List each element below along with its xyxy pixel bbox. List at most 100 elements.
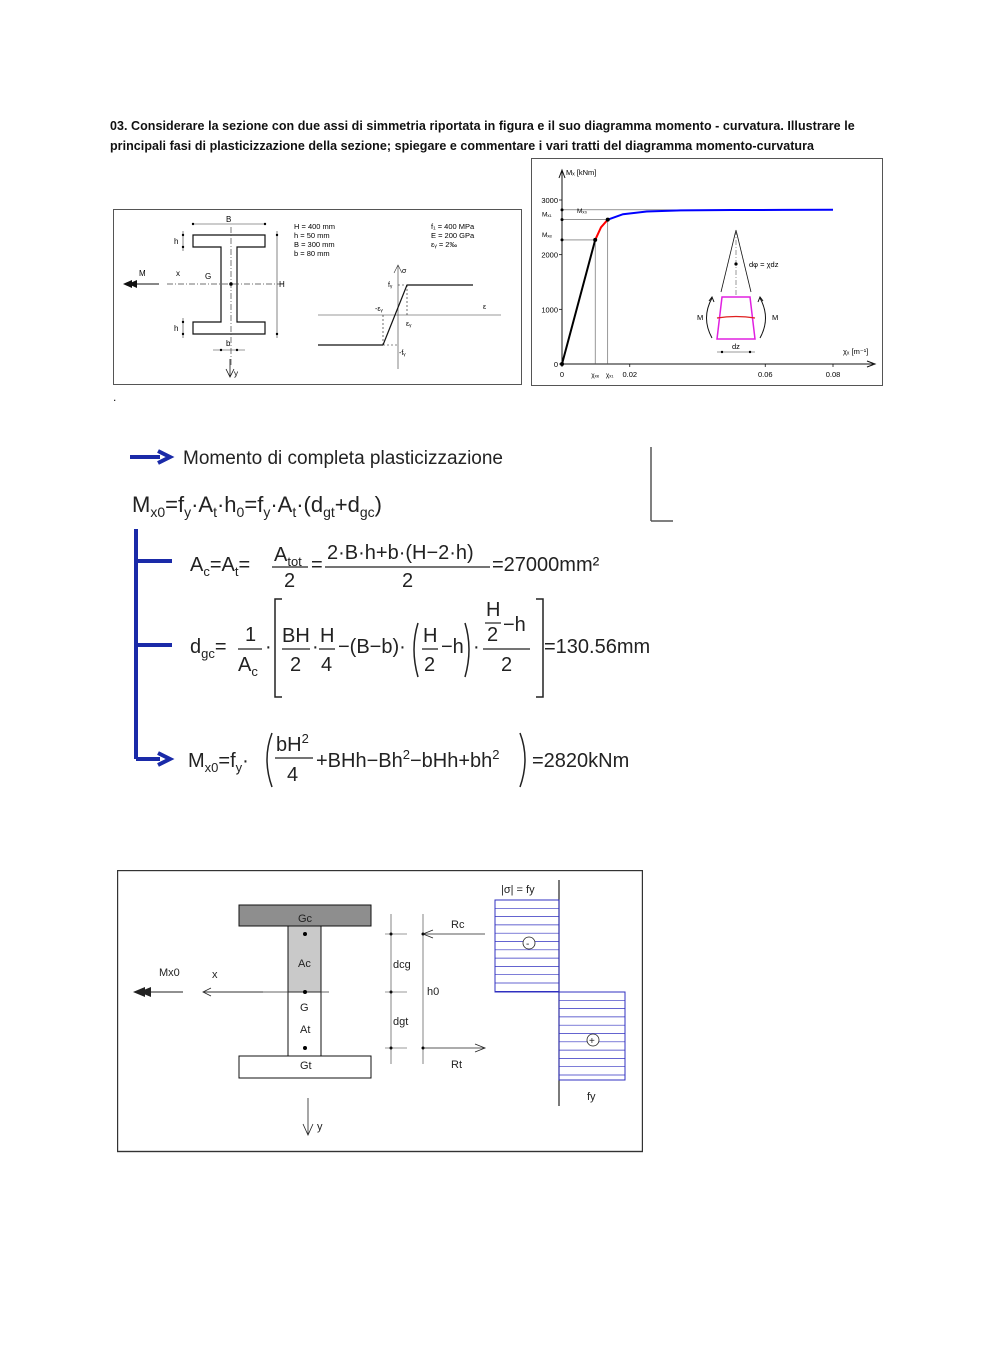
material-ey: εᵧ = 2‰: [431, 240, 457, 249]
svg-text:Atot: Atot: [274, 544, 302, 569]
mx0-label: Mx0: [159, 967, 180, 979]
dim-h-top-label: h: [174, 237, 178, 246]
chart-xtick-label: 0: [560, 370, 564, 379]
equation-dgc: dgc= 1 Ac · BH 2 · H 4 −(B−b)· H 2 −h · …: [190, 598, 650, 698]
svg-text:−h: −h: [441, 636, 464, 658]
tension-sign: +: [589, 1036, 595, 1047]
svg-text:2·B·h+b·(H−2·h): 2·B·h+b·(H−2·h): [327, 542, 474, 564]
chart-ytick-label: 1000: [541, 305, 558, 314]
chart-label-mx1: Mₓ₁: [542, 212, 553, 219]
chart-y-arrow: [558, 168, 566, 179]
dim-B-label: B: [226, 215, 231, 224]
chart-series-2: [607, 208, 834, 221]
minus-fy-label: -fᵧ: [399, 350, 406, 357]
g-label: G: [300, 1002, 309, 1014]
chart-point-mx0: [560, 208, 564, 212]
inset-moment-right: M: [772, 313, 778, 322]
dim-h-value: h = 50 mm: [294, 231, 330, 240]
formulas-slide: Momento di completa plasticizzazione Mx0…: [130, 447, 673, 788]
svg-text:1: 1: [245, 624, 256, 646]
dim-H-value: H = 400 mm: [294, 222, 335, 231]
chart-label-chixe: χₓₑ: [591, 372, 600, 379]
chart-point-mxe: [593, 237, 598, 242]
svg-text:H: H: [320, 625, 334, 647]
svg-text:2: 2: [501, 654, 512, 676]
fy-bottom-label: fy: [587, 1091, 596, 1103]
chart-ytick-label: 0: [554, 360, 558, 369]
chart-series-1: [594, 219, 609, 241]
h0-label: h0: [427, 986, 439, 998]
svg-text:2: 2: [424, 654, 435, 676]
equation-mx0-final: Mx0=fy· bH2 4 +BHh−Bh2−bHh+bh2 =2820kNm: [188, 731, 629, 788]
svg-text:2: 2: [284, 570, 295, 592]
dgt-label: dgt: [393, 1016, 408, 1028]
sigma-label: σ: [402, 268, 407, 275]
mx0-result: =2820kNm: [532, 750, 629, 772]
section-figure: M x G B b h h H y H = 400 mm h = 50 mm B…: [113, 209, 522, 385]
material-fy: f₁ = 400 MPa: [431, 222, 475, 231]
slide-title: Momento di completa plasticizzazione: [183, 448, 503, 469]
x-axis-label: x: [176, 269, 180, 278]
svg-text:·: ·: [265, 636, 272, 658]
svg-text:bH2: bH2: [276, 731, 309, 756]
svg-text:2: 2: [487, 624, 498, 646]
dim-h-bottom-label: h: [174, 324, 178, 333]
chart-x-label: χₓ [m⁻¹]: [843, 347, 868, 356]
dim-b-value: b = 80 mm: [294, 249, 330, 258]
dim-H-label: H: [279, 280, 285, 289]
y-axis-label: y: [234, 369, 238, 378]
x-label: x: [212, 969, 218, 981]
equation-area: Ac=At= Atot 2 = 2·B·h+b·(H−2·h) 2 =27000…: [190, 542, 600, 592]
chart-label-mxe: Mₓₑ: [542, 232, 553, 239]
inset-moment-left: M: [697, 313, 703, 322]
gt-label: Gt: [300, 1060, 312, 1072]
ac-label: Ac: [298, 958, 311, 970]
svg-text:Ac: Ac: [238, 654, 258, 679]
chart-xtick-label: 0.06: [758, 370, 773, 379]
svg-text:4: 4: [321, 654, 332, 676]
chart-label-mx0: Mₓ₀: [577, 208, 588, 215]
svg-text:H: H: [423, 625, 437, 647]
svg-text:−h: −h: [503, 614, 526, 636]
svg-text:Ac=At=: Ac=At=: [190, 554, 250, 579]
minus-ey-label: -εᵧ: [375, 306, 383, 313]
chart-point-mxe-axis: [560, 238, 564, 242]
dim-B-value: B = 300 mm: [294, 240, 335, 249]
svg-text:Mx0=fy·: Mx0=fy·: [188, 750, 249, 775]
moment-label: M: [139, 269, 146, 278]
equation-mx0-definition: Mx0=fy·At·h0=fy·At·(dgt+dgc): [132, 492, 382, 520]
svg-text:dgc=: dgc=: [190, 636, 227, 661]
compression-sign: -: [526, 939, 529, 950]
svg-text:H: H: [486, 599, 500, 621]
chart-ytick-label: 2000: [541, 251, 558, 260]
y-label: y: [317, 1121, 323, 1133]
svg-text:+BHh−Bh2−bHh+bh2: +BHh−Bh2−bHh+bh2: [316, 747, 500, 772]
chart-ytick-label: 3000: [541, 196, 558, 205]
fy-label: fᵧ: [388, 282, 393, 289]
stress-block-figure: Gc Ac G At Gt Mx0 x y dcg dgt h0 Rc Rt -…: [117, 870, 643, 1153]
centroid-label: G: [205, 272, 211, 281]
svg-text:2: 2: [290, 654, 301, 676]
dot-marker: .: [113, 390, 117, 404]
rt-label: Rt: [451, 1059, 462, 1071]
inset-dz-label: dz: [732, 342, 740, 351]
gc-label: Gc: [298, 913, 313, 925]
inset-dphi-label: dφ = χdz: [749, 260, 779, 269]
chart-label-chix1: χₓ₁: [606, 372, 615, 379]
svg-text:Mx0=fy·At·h0=fy·At·(dgt+dgc): Mx0=fy·At·h0=fy·At·(dgt+dgc): [132, 492, 382, 520]
svg-text:−(B−b)·: −(B−b)·: [338, 636, 406, 658]
ey-label: εᵧ: [406, 321, 412, 328]
chart-xtick-label: 0.02: [622, 370, 637, 379]
chart-point-origin: [560, 362, 564, 366]
rc-label: Rc: [451, 919, 465, 931]
chart-x-arrow: [866, 360, 877, 368]
area-result: =27000mm²: [492, 554, 600, 576]
chart-series-0: [561, 239, 597, 365]
dcg-label: dcg: [393, 959, 411, 971]
question-heading: 03. Considerare la sezione con due assi …: [110, 119, 855, 153]
material-E: E = 200 GPa: [431, 231, 475, 240]
svg-text:=: =: [311, 554, 323, 576]
chart-point-mx1: [605, 217, 610, 222]
chart-xtick-label: 0.08: [826, 370, 841, 379]
